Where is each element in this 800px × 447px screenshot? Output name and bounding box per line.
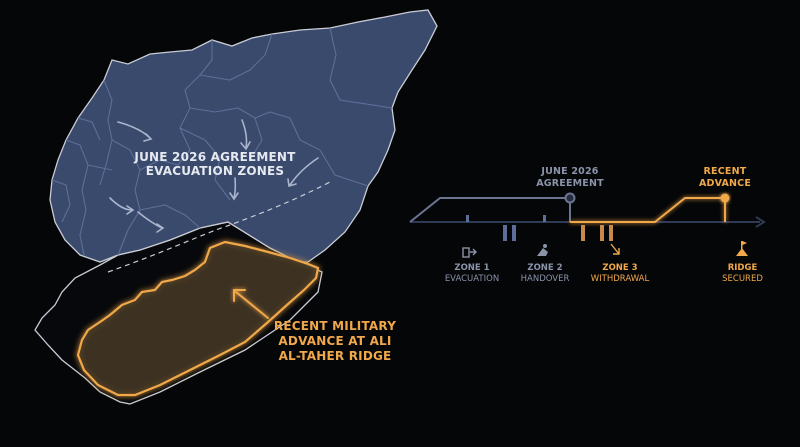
handover-icon	[537, 244, 548, 256]
ridge-flag-icon	[736, 241, 748, 256]
withdrawal-arrow-icon	[610, 243, 620, 255]
zone-borders	[51, 27, 393, 256]
pointer-arrows	[109, 119, 319, 233]
stage-zone-1: ZONE 1 EVACUATION	[444, 263, 500, 284]
advance-arrow	[233, 289, 269, 319]
evacuation-zones-region	[49, 9, 438, 263]
advance-label: RECENT MILITARY ADVANCE AT ALI AL-TAHER …	[273, 319, 397, 363]
exit-door-icon	[462, 247, 477, 258]
advance-milestone-label: RECENT ADVANCE	[698, 166, 752, 189]
zone-dashed-line	[107, 181, 331, 273]
timeline	[409, 192, 766, 258]
evacuation-zones-label: JUNE 2026 AGREEMENT EVACUATION ZONES	[134, 150, 296, 178]
stage-ridge: RIDGE SECURED	[722, 263, 763, 284]
stage-zone-2: ZONE 2 HANDOVER	[520, 263, 570, 284]
agreement-milestone-label: JUNE 2026 AGREEMENT	[536, 166, 604, 189]
advance-area	[76, 240, 320, 397]
stage-zone-3: ZONE 3 WITHDRAWAL	[590, 263, 650, 284]
